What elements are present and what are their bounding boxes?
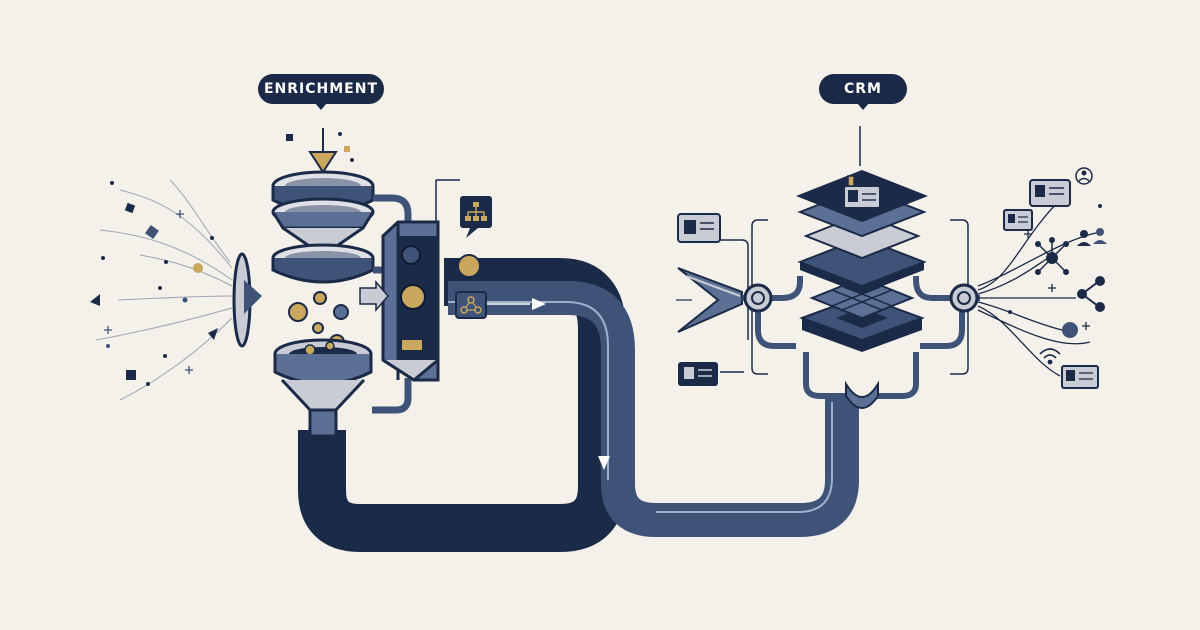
network-badge-icon xyxy=(455,291,487,319)
sieve-funnel-icon xyxy=(271,128,375,284)
outgoing-lines xyxy=(977,199,1101,377)
contact-card-icon-right-3 xyxy=(1061,365,1099,389)
enrichment-chamber-icon xyxy=(359,220,481,382)
user-group-icon xyxy=(1077,228,1107,246)
enrichment-label: ENRICHMENT xyxy=(258,74,384,110)
contact-card-icon-right-1 xyxy=(1029,179,1071,207)
lens-icon xyxy=(232,252,262,348)
wifi-icon xyxy=(1039,348,1061,365)
right-particles xyxy=(1008,204,1102,338)
share-icon xyxy=(1077,276,1105,312)
contact-card-icon xyxy=(677,213,721,243)
crm-intake-icon xyxy=(676,267,743,333)
particle-dots xyxy=(90,132,354,386)
crm-layer-stack-icon xyxy=(796,170,928,352)
scatter-particles xyxy=(95,179,233,401)
user-icon xyxy=(1075,167,1093,185)
network-node-icon xyxy=(1035,237,1069,275)
contact-card-icon-2 xyxy=(678,362,718,386)
hierarchy-badge-icon xyxy=(460,196,492,238)
connector-lines xyxy=(435,179,460,238)
collector-funnel-icon xyxy=(273,338,373,438)
data-pipe xyxy=(298,258,859,552)
crm-label: CRM xyxy=(819,74,907,110)
contact-card-icon-right-2 xyxy=(1003,209,1033,231)
crm-nodes xyxy=(743,283,979,409)
